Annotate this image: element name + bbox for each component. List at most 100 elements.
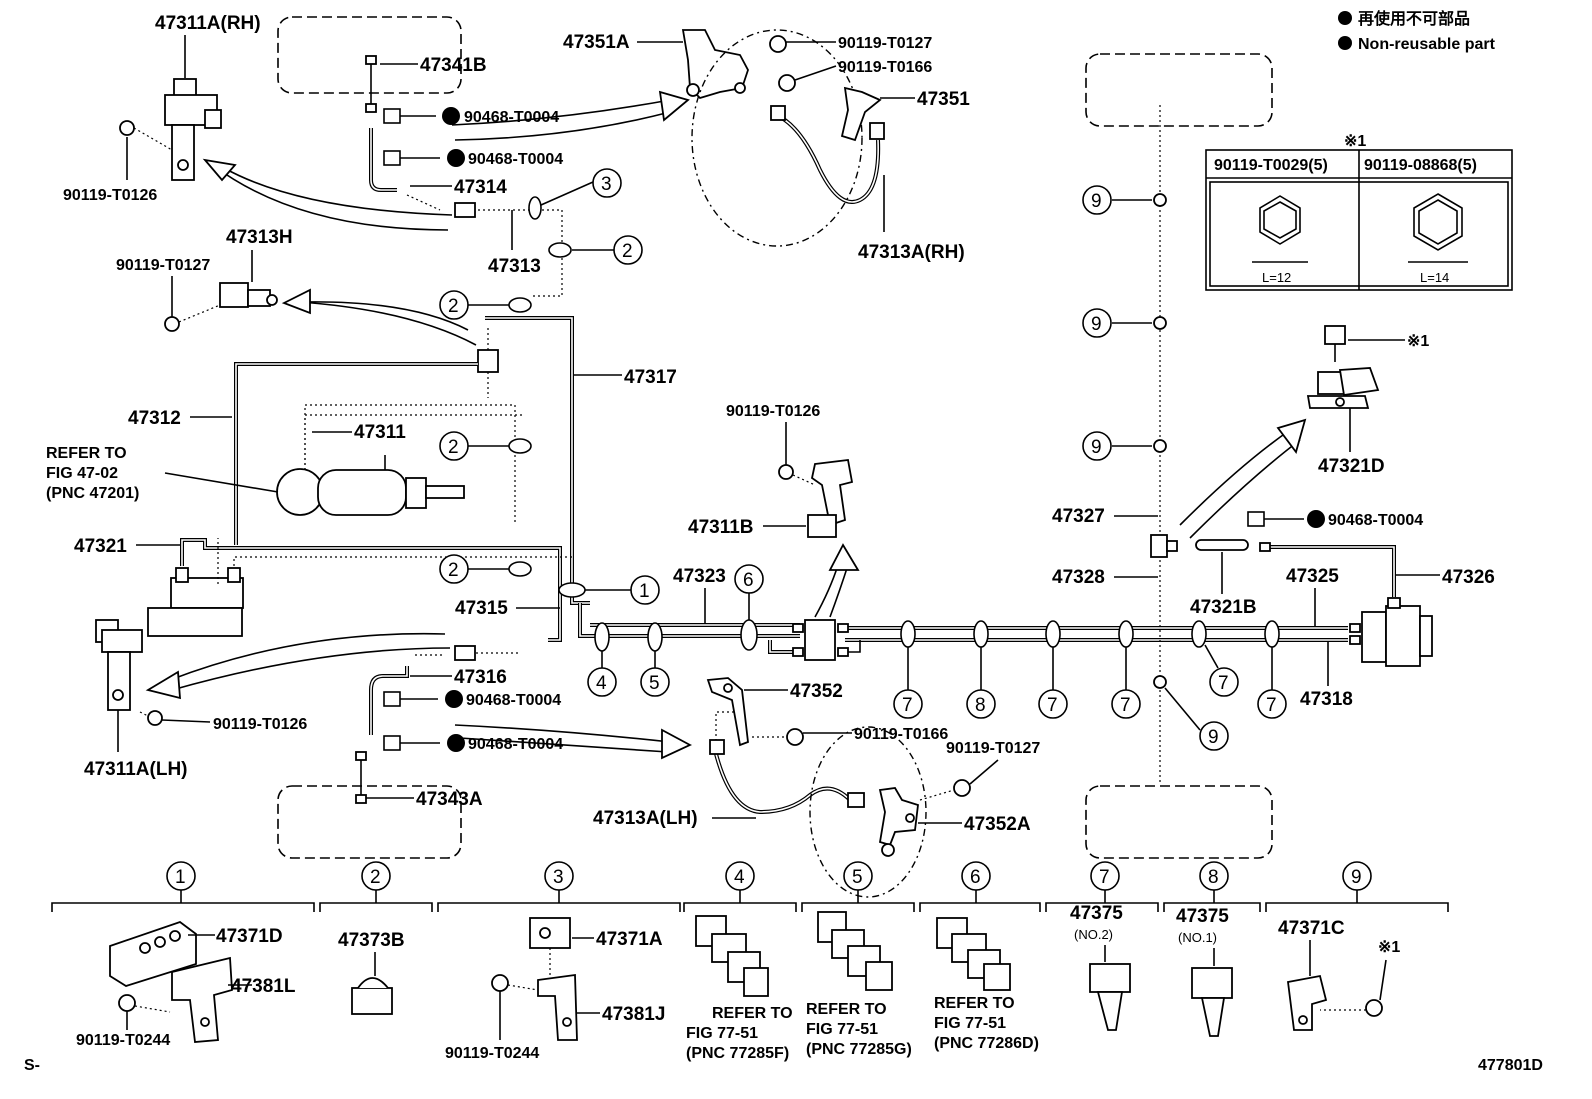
- refer-77285F-line2: FIG 77-51: [686, 1025, 758, 1042]
- footer-left: S-: [24, 1057, 40, 1074]
- pipe-47312: [234, 362, 478, 545]
- label-47311B: 47311B: [688, 517, 754, 538]
- callout-7: [1209, 667, 1239, 697]
- master-cylinder: [276, 455, 465, 516]
- hex-icon: [1259, 195, 1301, 245]
- region-box: [277, 785, 462, 859]
- callout-7: [1038, 689, 1068, 719]
- refer-77286D-line2: FIG 77-51: [934, 1015, 1006, 1032]
- detail-circle: [691, 29, 863, 247]
- svg-text:3: 3: [553, 867, 564, 888]
- label-47313A-LH: 47313A(LH): [593, 808, 698, 829]
- svg-text:2: 2: [448, 437, 459, 458]
- part-47313H: [164, 282, 278, 332]
- rear-valve: [1361, 597, 1433, 667]
- label-47325: 47325: [1286, 566, 1339, 587]
- label-no2: (NO.2): [1074, 927, 1113, 942]
- label-47352: 47352: [790, 681, 843, 702]
- part-47321: [147, 567, 244, 637]
- label-90468-T0004: 90468-T0004: [464, 109, 559, 126]
- label-47313H: 47313H: [226, 227, 293, 248]
- label-90119-T0127: 90119-T0127: [946, 740, 1040, 757]
- clip-icon: [1247, 511, 1265, 527]
- callout-1: [630, 575, 660, 605]
- nonreusable-bullet-icon: [442, 107, 460, 125]
- length-b: L=14: [1420, 270, 1449, 285]
- label-47326: 47326: [1442, 567, 1495, 588]
- part-47351: [840, 86, 882, 142]
- union-fitting: [454, 645, 476, 661]
- callout-8: [1199, 861, 1229, 891]
- svg-text:7: 7: [1218, 673, 1229, 694]
- label-47381J: 47381J: [602, 1004, 665, 1025]
- pipe-47318: [578, 603, 1348, 654]
- svg-text:5: 5: [649, 673, 660, 694]
- label-47314: 47314: [454, 177, 507, 198]
- mark-1: ※1: [1378, 939, 1400, 956]
- label-47321: 47321: [74, 536, 127, 557]
- refer-77286D-line1: REFER TO: [934, 995, 1015, 1012]
- part-47352: [706, 677, 749, 747]
- svg-text:1: 1: [639, 581, 650, 602]
- region-box: [277, 16, 462, 94]
- label-90119-T0166: 90119-T0166: [854, 726, 948, 743]
- bolt-a-header: 90119-T0029(5): [1214, 157, 1328, 174]
- junction-block: [804, 619, 836, 661]
- callout-7: [893, 689, 923, 719]
- callout-7: [1257, 689, 1287, 719]
- callout-5: [640, 667, 670, 697]
- part-47352A: [878, 787, 919, 857]
- refer-fig-47-02-line2: FIG 47-02: [46, 465, 118, 482]
- legend-jp: 再使用不可部品: [1358, 9, 1470, 28]
- label-47311A-RH: 47311A(RH): [155, 13, 261, 34]
- refer-fig-47-02-line3: (PNC 47201): [46, 485, 139, 502]
- part-47311B: [807, 459, 854, 538]
- clip-icon: [383, 691, 401, 707]
- mark-1: ※1: [1344, 133, 1366, 150]
- refer-77285G-line3: (PNC 77285G): [806, 1041, 912, 1058]
- clip-47375-no1: [1191, 967, 1233, 1037]
- clip-icon: [383, 735, 401, 751]
- svg-text:7: 7: [902, 695, 913, 716]
- callout-9: [1082, 431, 1112, 461]
- svg-text:7: 7: [1120, 695, 1131, 716]
- nonreusable-bullet-icon: [1307, 510, 1325, 528]
- bracket-47381J: [537, 973, 578, 1041]
- footer-figure-code: 477801D: [1478, 1057, 1543, 1074]
- refer-77285F-line1: REFER TO: [712, 1005, 793, 1022]
- svg-text:6: 6: [970, 867, 981, 888]
- label-47315: 47315: [455, 598, 508, 619]
- svg-text:9: 9: [1091, 314, 1102, 335]
- tee-fitting: [1150, 534, 1168, 558]
- nonreusable-bullet-icon: [447, 149, 465, 167]
- label-47311A-LH: 47311A(LH): [84, 759, 188, 780]
- svg-text:9: 9: [1351, 867, 1362, 888]
- callout-2: [361, 861, 391, 891]
- svg-text:4: 4: [596, 673, 607, 694]
- label-47317: 47317: [624, 367, 677, 388]
- bracket-47381L: [171, 956, 233, 1043]
- callout-5: [843, 861, 873, 891]
- label-47375-no2: 47375: [1070, 903, 1123, 924]
- label-90119-T0166: 90119-T0166: [838, 59, 932, 76]
- legend: 再使用不可部品 Non-reusable part: [1338, 9, 1496, 53]
- svg-text:8: 8: [1208, 867, 1219, 888]
- callout-3: [592, 168, 622, 198]
- svg-text:7: 7: [1099, 867, 1110, 888]
- callout-8: [966, 689, 996, 719]
- callout-7: [1111, 689, 1141, 719]
- clip-47371C: [1287, 974, 1328, 1031]
- label-90119-T0126: 90119-T0126: [726, 403, 820, 420]
- label-47371D: 47371D: [216, 926, 283, 947]
- clip-47373B: [351, 977, 393, 1015]
- label-90119-T0244: 90119-T0244: [76, 1032, 170, 1049]
- svg-text:6: 6: [743, 570, 754, 591]
- label-no1: (NO.1): [1178, 930, 1217, 945]
- svg-text:4: 4: [734, 867, 745, 888]
- bolt-b-header: 90119-08868(5): [1364, 157, 1477, 174]
- union-fitting: [454, 202, 476, 218]
- detail-circle: [809, 726, 927, 898]
- svg-text:7: 7: [1266, 695, 1277, 716]
- pipe-47317: [485, 316, 590, 605]
- part-47311A-RH: [119, 35, 222, 181]
